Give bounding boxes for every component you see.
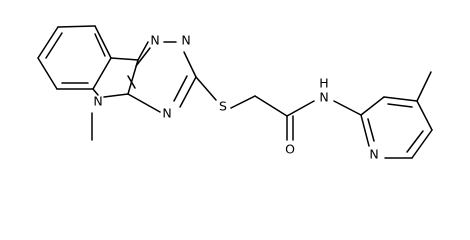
bond	[127, 75, 136, 89]
bond	[360, 114, 370, 147]
bond	[57, 25, 96, 28]
bond	[103, 93, 129, 98]
atom-s-linker: S	[219, 99, 227, 114]
bond	[416, 71, 432, 102]
bond	[254, 95, 288, 117]
bond	[383, 96, 418, 102]
bond	[137, 41, 149, 61]
bond	[286, 100, 315, 117]
bond	[45, 32, 63, 59]
atom-n-pyridine: N	[369, 147, 378, 162]
bond	[195, 76, 217, 101]
bond	[179, 76, 197, 108]
atom-n-triazine-4: N	[162, 106, 171, 121]
atom-n-triazine-2: N	[181, 33, 190, 48]
bond	[37, 57, 58, 90]
bond	[387, 103, 413, 108]
bond	[360, 96, 385, 116]
bond	[173, 75, 188, 102]
bond	[406, 130, 424, 153]
molecule-diagram: N N N N S O N H N	[37, 25, 433, 162]
bond	[333, 100, 362, 116]
bond	[183, 51, 197, 78]
bond	[127, 93, 161, 113]
atom-n-indole: N	[93, 94, 102, 109]
bond	[411, 129, 433, 159]
bond	[37, 26, 59, 59]
bond	[367, 118, 375, 142]
bond	[92, 88, 99, 96]
bond	[110, 57, 139, 61]
atom-labels: N N N N S O N H N	[93, 33, 378, 162]
atom-o-carbonyl: O	[285, 142, 295, 157]
atom-nh-amide-h: H	[319, 76, 328, 91]
bond	[230, 95, 256, 109]
bond	[92, 57, 112, 90]
bonds	[37, 25, 433, 159]
atom-nh-amide-n: N	[319, 90, 328, 105]
atom-n-triazine-1: N	[150, 33, 159, 48]
bond	[94, 33, 106, 57]
bond	[135, 47, 151, 67]
bond	[416, 100, 433, 131]
bond	[94, 25, 112, 59]
